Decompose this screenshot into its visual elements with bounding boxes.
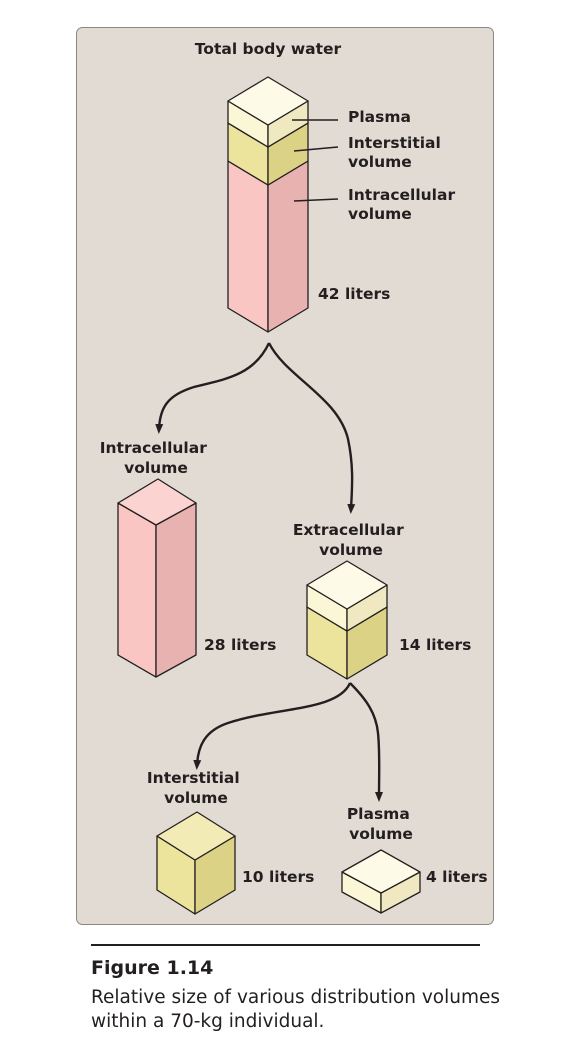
figure-panel: Total body water Plasma Interstitial vol…: [76, 27, 494, 925]
intracellular-label: Intracellular volume: [100, 439, 213, 477]
callout-intracellular-label: Intracellular volume: [348, 186, 461, 223]
total-body-water-column: [227, 76, 309, 333]
diagram-title: Total body water: [195, 40, 342, 58]
caption-rule: [91, 944, 480, 946]
interstitial-label-line1: Interstitial: [147, 769, 240, 787]
intracellular-volume-label: 28 liters: [204, 636, 276, 654]
intracellular-label-line1: Intracellular: [100, 439, 207, 457]
intracellular-callout-line: [293, 198, 339, 202]
arrow-to-intracellular: [155, 342, 271, 434]
extracellular-cube: [306, 560, 388, 680]
callout-interstitial-line2: volume: [348, 153, 412, 171]
plasma-label: Plasma volume: [347, 805, 415, 843]
intracellular-column: [117, 478, 197, 678]
figure-caption-title: Figure 1.14: [91, 957, 214, 979]
callout-intracellular-line2: volume: [348, 205, 412, 223]
callout-interstitial-line1: Interstitial: [348, 134, 441, 152]
extracellular-label: Extracellular volume: [293, 521, 409, 559]
interstitial-label-line2: volume: [164, 789, 228, 807]
interstitial-cube: [156, 811, 236, 915]
plasma-label-line2: volume: [349, 825, 413, 843]
intracellular-label-line2: volume: [124, 459, 188, 477]
interstitial-callout-line: [293, 146, 339, 152]
callout-plasma-label: Plasma: [348, 108, 411, 126]
arrow-to-extracellular: [267, 342, 356, 514]
total-volume-label: 42 liters: [318, 285, 390, 303]
plasma-volume-label: 4 liters: [426, 868, 488, 886]
callout-interstitial-label: Interstitial volume: [348, 134, 446, 171]
panel-background: [76, 27, 494, 925]
callout-intracellular-line1: Intracellular: [348, 186, 455, 204]
arrow-to-interstitial: [193, 682, 352, 770]
figure-caption-text: Relative size of various distribution vo…: [91, 987, 501, 1032]
extracellular-label-line2: volume: [319, 541, 383, 559]
extracellular-volume-label: 14 liters: [399, 636, 471, 654]
extracellular-label-line1: Extracellular: [293, 521, 404, 539]
plasma-label-line1: Plasma: [347, 805, 410, 823]
arrow-to-plasma: [349, 682, 384, 802]
interstitial-volume-label: 10 liters: [242, 868, 314, 886]
interstitial-label: Interstitial volume: [147, 769, 245, 807]
plasma-cube: [341, 849, 421, 914]
